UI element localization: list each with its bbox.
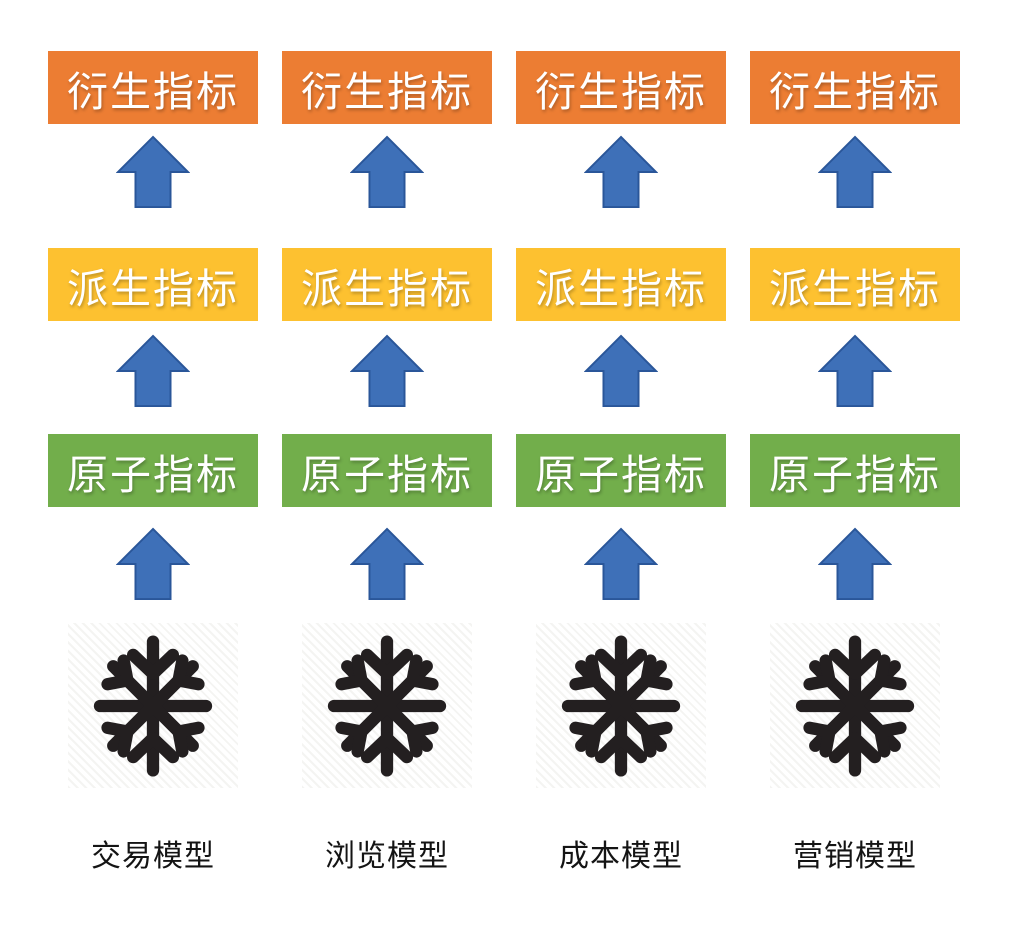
up-arrow-icon [350, 527, 424, 601]
derived-indicator-box: 衍生指标 [750, 51, 960, 124]
atomic-indicator-box: 原子指标 [48, 434, 258, 507]
model-column-cost: 衍生指标 派生指标 原子指标 成本模型 [516, 51, 726, 875]
derivative-indicator-box: 派生指标 [750, 248, 960, 321]
data-model-tile [536, 623, 706, 788]
snowflake-icon [561, 634, 681, 777]
snowflake-icon [795, 634, 915, 777]
derived-indicator-box: 衍生指标 [282, 51, 492, 124]
model-label: 营销模型 [793, 840, 917, 873]
up-arrow-icon [116, 135, 190, 209]
up-arrow-icon [818, 527, 892, 601]
data-model-tile [68, 623, 238, 788]
snowflake-icon [93, 634, 213, 777]
up-arrow-icon [584, 527, 658, 601]
up-arrow-icon [584, 334, 658, 408]
derived-indicator-box: 衍生指标 [48, 51, 258, 124]
up-arrow-icon [584, 135, 658, 209]
model-label: 成本模型 [559, 840, 683, 873]
atomic-indicator-box: 原子指标 [750, 434, 960, 507]
atomic-indicator-box: 原子指标 [516, 434, 726, 507]
model-label: 浏览模型 [325, 840, 449, 873]
model-column-browsing: 衍生指标 派生指标 原子指标 浏览模型 [282, 51, 492, 875]
data-model-tile [302, 623, 472, 788]
derivative-indicator-box: 派生指标 [516, 248, 726, 321]
up-arrow-icon [116, 527, 190, 601]
up-arrow-icon [818, 334, 892, 408]
atomic-indicator-box: 原子指标 [282, 434, 492, 507]
up-arrow-icon [350, 334, 424, 408]
snowflake-icon [327, 634, 447, 777]
model-column-marketing: 衍生指标 派生指标 原子指标 营销模型 [750, 51, 960, 875]
up-arrow-icon [116, 334, 190, 408]
data-model-tile [770, 623, 940, 788]
metric-hierarchy-diagram: 衍生指标 派生指标 原子指标 交易模型 衍生指标 派生指标 [48, 51, 960, 875]
derivative-indicator-box: 派生指标 [282, 248, 492, 321]
derivative-indicator-box: 派生指标 [48, 248, 258, 321]
up-arrow-icon [350, 135, 424, 209]
model-label: 交易模型 [91, 840, 215, 873]
up-arrow-icon [818, 135, 892, 209]
model-column-transaction: 衍生指标 派生指标 原子指标 交易模型 [48, 51, 258, 875]
derived-indicator-box: 衍生指标 [516, 51, 726, 124]
